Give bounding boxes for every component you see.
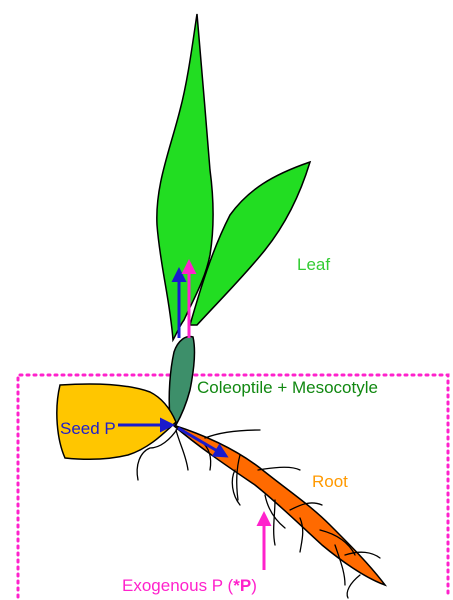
- exogenous-label: Exogenous P (*P): [122, 577, 257, 594]
- exogenous-label-prefix: Exogenous P (: [122, 576, 233, 595]
- seed-label: Seed P: [60, 420, 116, 437]
- root-label: Root: [312, 473, 348, 490]
- coleoptile-label: Coleoptile + Mesocotyle: [197, 379, 378, 396]
- root-hairs: [137, 428, 380, 598]
- exogenous-label-suffix: ): [251, 576, 257, 595]
- arrow-to-root: [178, 428, 226, 456]
- root: [173, 425, 385, 585]
- coleoptile: [169, 337, 194, 425]
- exogenous-label-bold: *P: [233, 576, 251, 595]
- leaf-label: Leaf: [297, 256, 330, 273]
